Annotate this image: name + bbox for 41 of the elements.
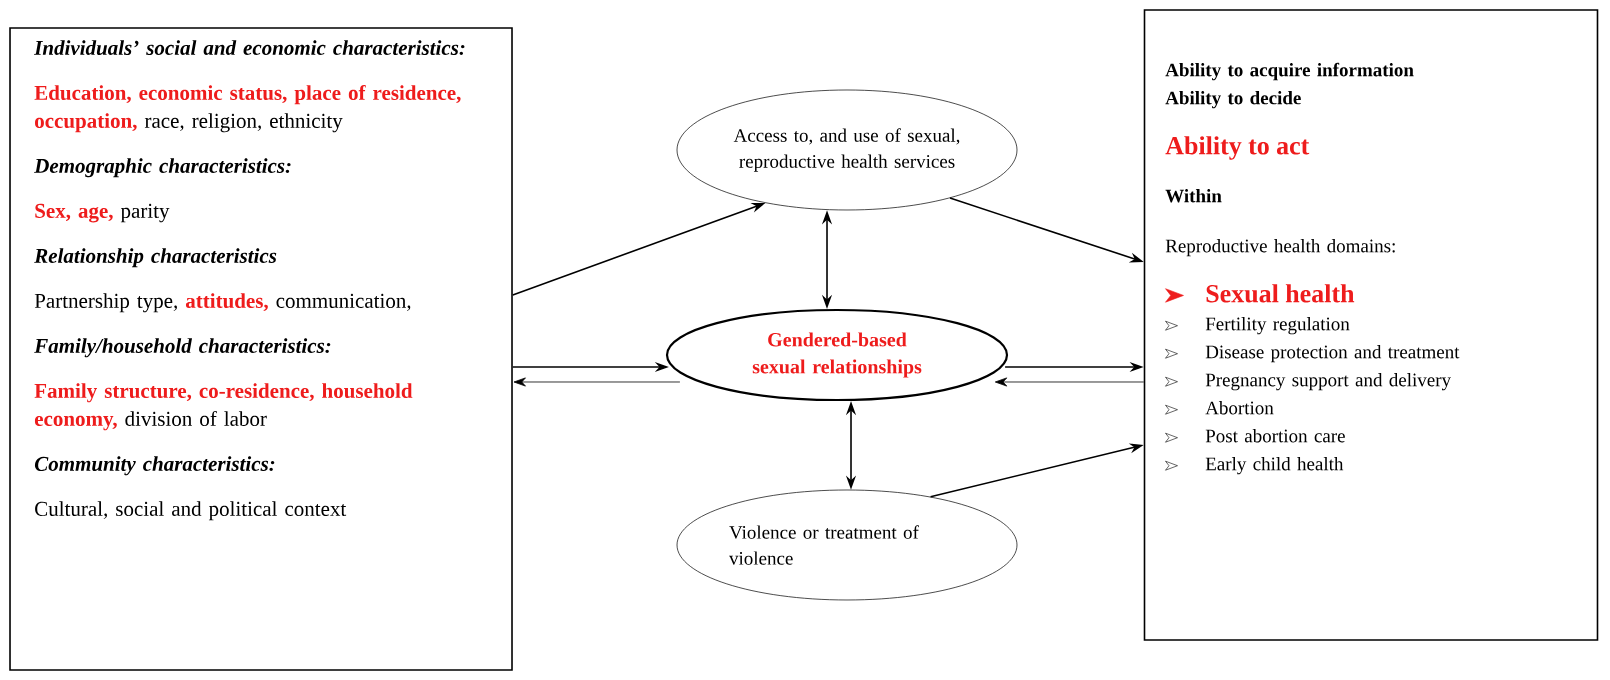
node-label: attitudes,	[185, 293, 268, 312]
node-label: Demographic characteristics:	[34, 158, 291, 178]
node-label: Family/household characteristics:	[34, 338, 331, 358]
node-label: Abortion	[1205, 401, 1274, 415]
node-label: Pregnancy support and delivery	[1205, 373, 1451, 391]
node-label: Education, economic status, place of residence,	[34, 84, 461, 105]
node-label: parity	[120, 203, 170, 223]
node-label: Sex, age,	[35, 203, 113, 223]
node-label: Early child health	[1205, 457, 1344, 475]
node-label: Post abortion care	[1205, 429, 1345, 443]
node-label: Partnership type,	[34, 293, 177, 313]
node-label: Disease protection and treatment	[1205, 345, 1460, 363]
node-label: Ability to acquire information	[1165, 62, 1414, 81]
node-label: economy,	[34, 415, 117, 431]
arrow	[513, 377, 681, 387]
node-label: Family structure, co-residence, household	[34, 383, 413, 403]
text-panel	[9, 27, 513, 671]
node-label: Fertility regulation	[1205, 317, 1350, 335]
node-label: Reproductive health domains:	[1165, 239, 1395, 257]
ellipse	[676, 89, 1018, 211]
node-label: division of labor	[125, 410, 267, 426]
ellipse	[665, 308, 1009, 402]
node-label: communication,	[276, 293, 411, 311]
ellipse-text: Access to, and use of sexual, reproductive health services	[733, 128, 960, 172]
node-label: Ability to decide	[1165, 91, 1301, 109]
ellipse	[676, 489, 1018, 601]
arrow	[994, 377, 1145, 387]
node-label: occupation,	[35, 113, 137, 133]
node-label: Individuals’ social and economic characteristics:	[34, 40, 465, 56]
node-label: Relationship characteristics	[34, 248, 277, 268]
node-label: Community characteristics:	[34, 456, 275, 476]
ellipse-text: Violence or treatment of violence	[729, 525, 919, 565]
node-label: Sexual health	[1206, 284, 1355, 303]
ellipse-text: Gendered-based sexual relationships	[752, 332, 922, 378]
text-panel	[1143, 9, 1599, 641]
node-label: Within	[1165, 189, 1222, 203]
node-label: race, religion, ethnicity	[144, 113, 343, 133]
panel-text: Ability to acquire information Ability to decide Ability to act Within Reproductive health domains: Sexual health Fertility regulation Disease protection and treatment Pregnancy support and delivery Abortion Post abortion care Early child health	[1165, 62, 1460, 475]
node-label: Cultural, social and political context	[35, 501, 347, 521]
panel-text: Individuals’ social and economic characteristics: Education, economic status, place of residence, occupation, race, religion, ethnicity Demographic characteristics: Sex, age, parity Relationship characteristics Partnership type, attitudes, communication, Family/household characteristics: Family structure, co-residence, household economy, division of labor Community characteristics: Cultural, social and political context	[34, 40, 465, 521]
node-label: Ability to act	[1165, 136, 1310, 160]
